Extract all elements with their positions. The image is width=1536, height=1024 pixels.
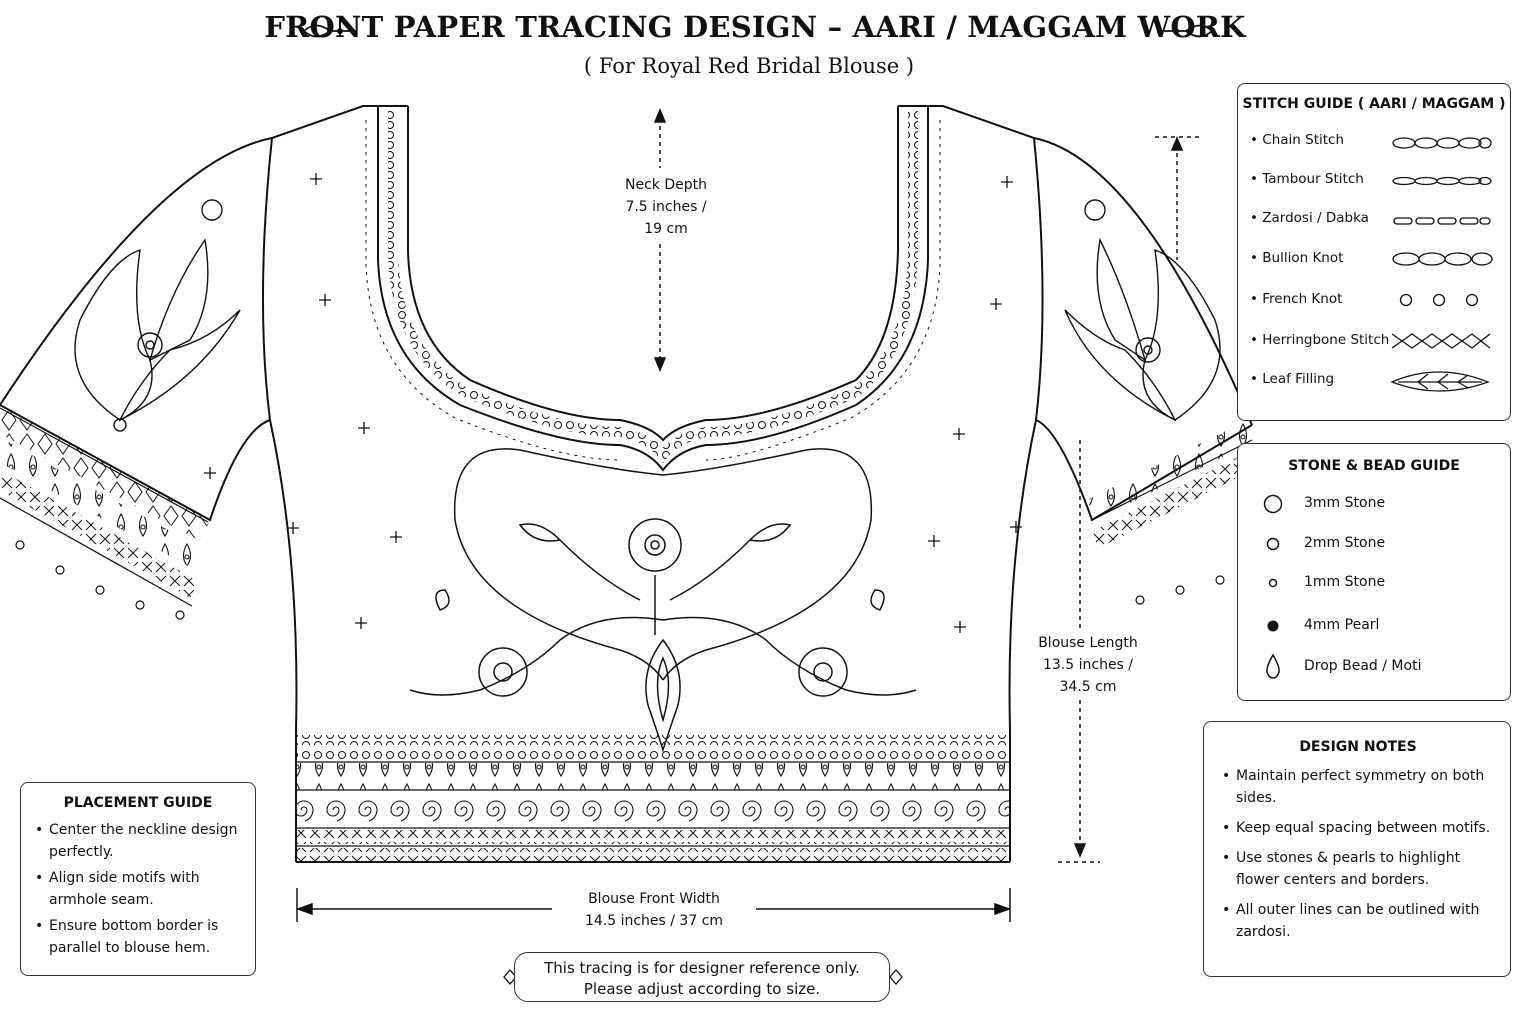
bullion-knot-icon xyxy=(1392,252,1493,266)
stitch-label: Herringbone Stitch xyxy=(1262,332,1390,348)
stone-3mm-icon xyxy=(1263,494,1283,514)
footer-note-line1: This tracing is for designer reference o… xyxy=(544,959,860,977)
stitch-symbols xyxy=(1390,137,1493,392)
blouse-length-value-cm: 34.5 cm xyxy=(1059,679,1117,695)
front-width-value: 14.5 inches / 37 cm xyxy=(584,913,724,929)
stitch-item-bullion: • Bullion Knot xyxy=(1250,250,1344,266)
placement-item: Ensure bottom border is parallel to blou… xyxy=(35,915,241,959)
stone-label-3mm: 3mm Stone xyxy=(1304,495,1386,511)
stitch-item-french-knot: • French Knot xyxy=(1250,291,1343,307)
neck-depth-value-cm: 19 cm xyxy=(644,221,688,237)
herringbone-icon xyxy=(1391,333,1491,349)
stitch-label: Tambour Stitch xyxy=(1262,171,1364,187)
stitch-item-herringbone: • Herringbone Stitch xyxy=(1250,332,1390,348)
stitch-guide-panel: STITCH GUIDE ( AARI / MAGGAM ) • Chain S… xyxy=(1237,83,1511,421)
placement-item: Align side motifs with armhole seam. xyxy=(35,867,241,911)
title-flourish-left-icon xyxy=(302,24,356,38)
placement-item: Center the neckline design perfectly. xyxy=(35,819,241,863)
front-width-title: Blouse Front Width xyxy=(588,891,720,907)
stone-guide-heading: STONE & BEAD GUIDE xyxy=(1288,458,1460,474)
blouse-length-value-inches: 13.5 inches / xyxy=(1042,657,1134,673)
stitch-guide-heading: STITCH GUIDE ( AARI / MAGGAM ) xyxy=(1242,96,1506,112)
stone-1mm-icon xyxy=(1268,578,1278,588)
pearl-label: 4mm Pearl xyxy=(1304,617,1380,633)
footer-note-line2: Please adjust according to size. xyxy=(583,980,821,998)
stitch-item-zardosi: • Zardosi / Dabka xyxy=(1250,210,1369,226)
design-note-item: Maintain perfect symmetry on both sides. xyxy=(1222,765,1494,809)
zardosi-icon xyxy=(1393,217,1491,225)
pearl-icon xyxy=(1267,620,1279,632)
page-subtitle: ( For Royal Red Bridal Blouse ) xyxy=(583,54,915,78)
footer-ornament-right-icon xyxy=(889,969,903,985)
design-note-item: Use stones & pearls to highlight flower … xyxy=(1222,847,1494,891)
title-flourish-right-icon xyxy=(1160,24,1214,38)
neck-depth-title: Neck Depth xyxy=(625,177,707,193)
blouse-length-label: Blouse Length 13.5 inches / 34.5 cm xyxy=(1020,632,1156,698)
chain-stitch-icon xyxy=(1392,137,1492,149)
placement-guide-heading: PLACEMENT GUIDE xyxy=(63,795,213,811)
stitch-label: Chain Stitch xyxy=(1262,132,1345,148)
stitch-label: Zardosi / Dabka xyxy=(1262,210,1369,226)
stone-label-1mm: 1mm Stone xyxy=(1304,574,1386,590)
stone-symbols xyxy=(1263,494,1283,679)
placement-guide-panel: PLACEMENT GUIDE Center the neckline desi… xyxy=(20,782,256,976)
drop-bead-label: Drop Bead / Moti xyxy=(1304,658,1422,674)
front-width-label: Blouse Front Width 14.5 inches / 37 cm xyxy=(552,888,756,932)
design-note-item: Keep equal spacing between motifs. xyxy=(1222,817,1494,839)
page-title: FRONT PAPER TRACING DESIGN – AARI / MAGG… xyxy=(264,10,1246,44)
french-knot-icon xyxy=(1399,293,1479,307)
stone-label-2mm: 2mm Stone xyxy=(1304,535,1386,551)
neck-depth-label: Neck Depth 7.5 inches / 19 cm xyxy=(596,174,736,240)
design-notes-heading: DESIGN NOTES xyxy=(1299,739,1417,755)
blouse-length-title: Blouse Length xyxy=(1038,635,1138,651)
design-note-item: All outer lines can be outlined with zar… xyxy=(1222,899,1494,943)
stitch-label: Leaf Filling xyxy=(1262,371,1335,387)
stitch-item-tambour: • Tambour Stitch xyxy=(1250,171,1364,187)
tambour-stitch-icon xyxy=(1392,176,1492,186)
design-notes-panel: DESIGN NOTES Maintain perfect symmetry o… xyxy=(1203,721,1511,977)
stone-2mm-icon xyxy=(1266,537,1280,551)
drop-bead-icon xyxy=(1266,653,1280,679)
stitch-label: French Knot xyxy=(1262,291,1343,307)
stitch-item-leaf-filling: • Leaf Filling xyxy=(1250,371,1335,387)
stitch-label: Bullion Knot xyxy=(1262,250,1344,266)
stitch-item-chain: • Chain Stitch xyxy=(1250,132,1345,148)
leaf-filling-icon xyxy=(1390,371,1490,392)
neck-depth-value-inches: 7.5 inches / xyxy=(625,199,707,215)
stone-guide-panel: STONE & BEAD GUIDE 3mm Stone 2mm Stone 1… xyxy=(1237,443,1511,701)
footer-note: This tracing is for designer reference o… xyxy=(514,952,890,1002)
